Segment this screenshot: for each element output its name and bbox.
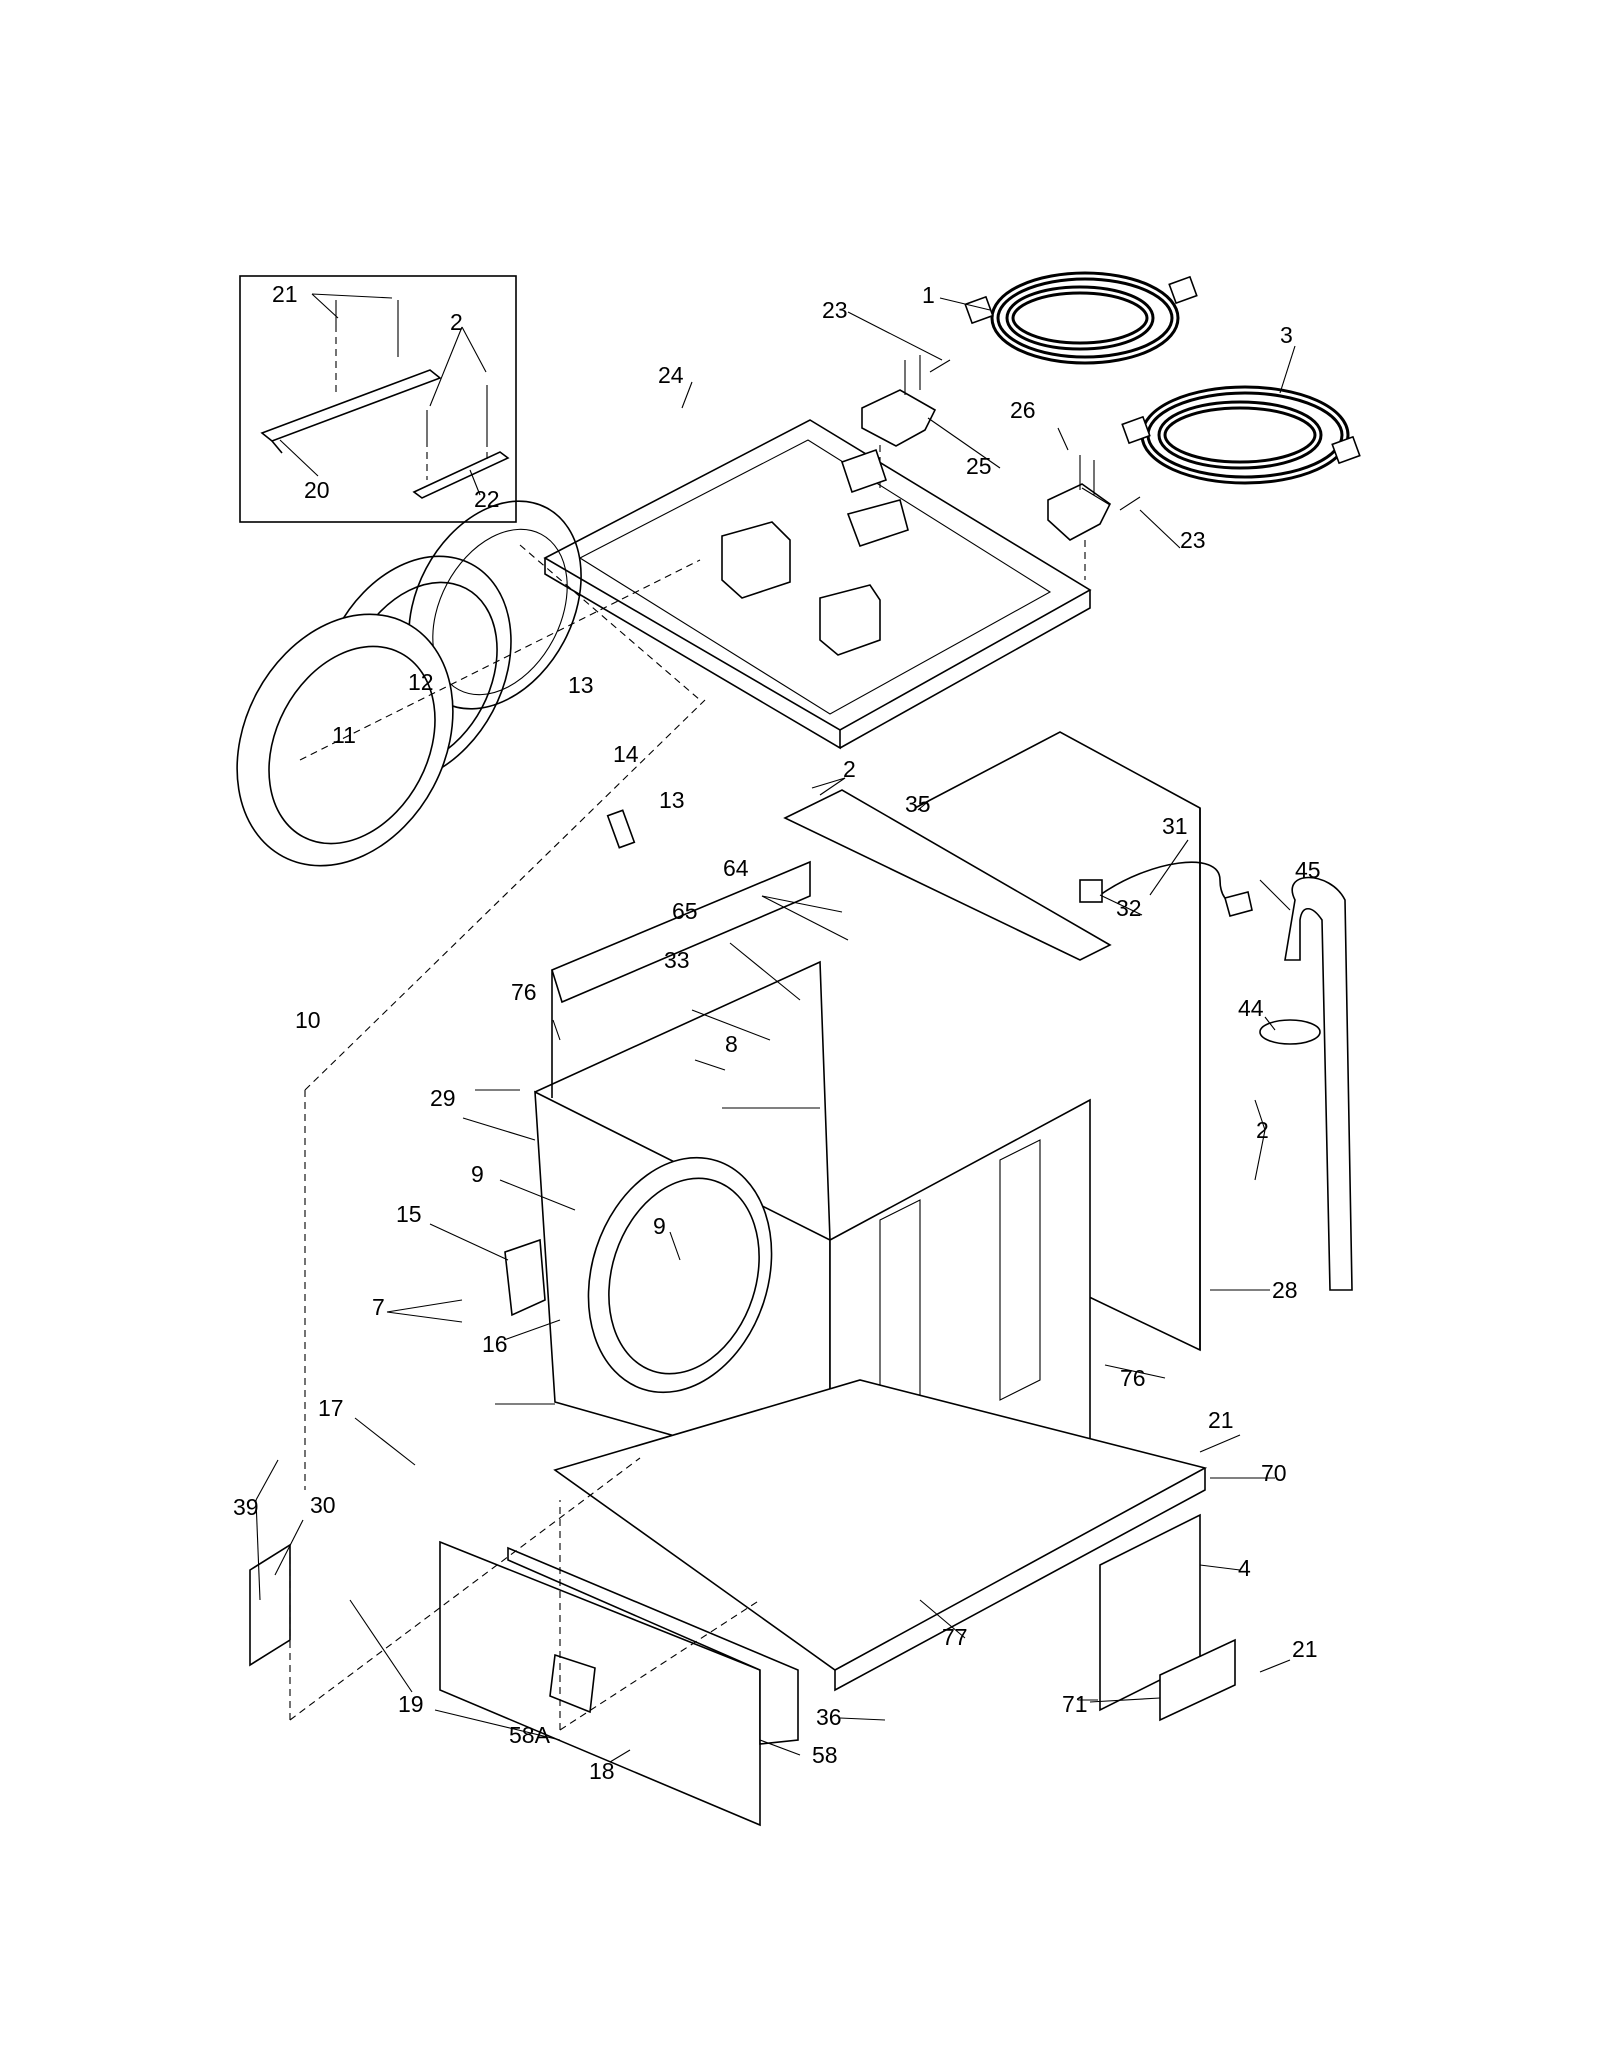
callout-13-mid: 13 (659, 787, 685, 813)
callout-20: 20 (304, 477, 330, 503)
callout-2-top: 2 (843, 756, 856, 782)
callout-18: 18 (589, 1758, 615, 1784)
callout-58: 58 (812, 1742, 838, 1768)
callout-7: 7 (372, 1294, 385, 1320)
callout-14: 14 (613, 741, 639, 767)
callout-2-inset: 2 (450, 309, 463, 335)
callout-9-right: 9 (653, 1213, 666, 1239)
callout-16: 16 (482, 1331, 508, 1357)
callout-23-right: 23 (1180, 527, 1206, 553)
callout-45: 45 (1295, 857, 1321, 883)
callout-17: 17 (318, 1395, 344, 1421)
inlet-hose-3 (1121, 385, 1361, 485)
callout-76-right: 76 (1120, 1365, 1146, 1391)
callout-1: 1 (922, 282, 935, 308)
callout-labels: 21 2 20 22 1 23 3 24 26 25 23 12 13 11 1… (233, 281, 1321, 1784)
internal-parts (721, 448, 1353, 1722)
callout-4: 4 (1238, 1555, 1251, 1581)
callout-23-top: 23 (822, 297, 848, 323)
callout-25: 25 (966, 453, 992, 479)
callout-12: 12 (408, 669, 434, 695)
callout-58a: 58A (509, 1722, 551, 1748)
callout-31: 31 (1162, 813, 1188, 839)
callout-2-right: 2 (1256, 1117, 1269, 1143)
callout-11: 11 (332, 722, 356, 748)
callout-22: 22 (474, 486, 500, 512)
cabinet-frame (249, 699, 1208, 1827)
callout-29: 29 (430, 1085, 456, 1111)
callout-64: 64 (723, 855, 749, 881)
callout-36: 36 (816, 1704, 842, 1730)
callout-10: 10 (295, 1007, 321, 1033)
callout-32: 32 (1116, 895, 1142, 921)
callout-70: 70 (1261, 1460, 1287, 1486)
callout-39: 39 (233, 1494, 259, 1520)
callout-19: 19 (398, 1691, 424, 1717)
callout-44: 44 (1238, 995, 1264, 1021)
hose-brackets (861, 355, 1141, 580)
callout-28: 28 (1272, 1277, 1298, 1303)
callout-33: 33 (664, 947, 690, 973)
callout-15: 15 (396, 1201, 422, 1227)
inset-box (239, 275, 517, 523)
callout-21-mid: 21 (1208, 1407, 1234, 1433)
callout-3: 3 (1280, 322, 1293, 348)
callout-76-left: 76 (511, 979, 537, 1005)
callout-13-top: 13 (568, 672, 594, 698)
callout-21-low: 21 (1292, 1636, 1318, 1662)
leader-lines (255, 293, 1296, 1763)
door-assembly (236, 500, 701, 867)
callout-9-left: 9 (471, 1161, 484, 1187)
callout-77: 77 (942, 1624, 968, 1650)
callout-71: 71 (1062, 1691, 1088, 1717)
callout-8: 8 (725, 1031, 738, 1057)
callout-21-inset: 21 (272, 281, 298, 307)
top-lid (543, 419, 1092, 750)
callout-24: 24 (658, 362, 684, 388)
inlet-hose-1 (964, 271, 1198, 365)
callout-30: 30 (310, 1492, 336, 1518)
callout-26: 26 (1010, 397, 1036, 423)
callout-35: 35 (905, 791, 931, 817)
callout-65: 65 (672, 898, 698, 924)
